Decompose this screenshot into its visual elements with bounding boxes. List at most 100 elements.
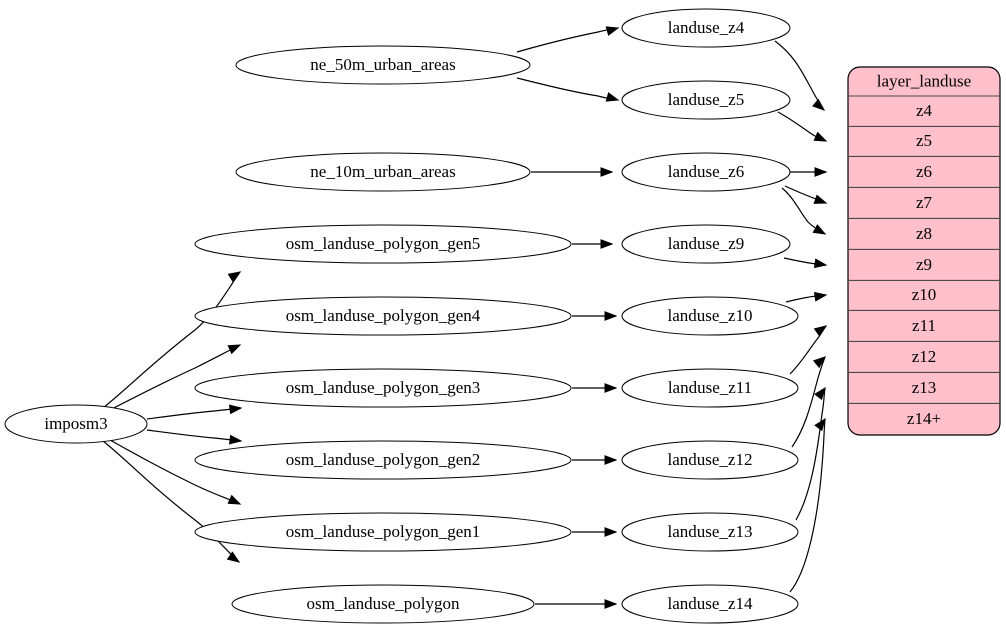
edge-landuse_z9-to-row_z9 bbox=[783, 257, 828, 269]
edge-ne_50m_urban_areas-to-landuse_z5 bbox=[516, 77, 620, 102]
arrow-head-icon bbox=[227, 344, 242, 355]
arrow-head-icon bbox=[227, 494, 242, 505]
node-osm_landuse_polygon_gen2[interactable]: osm_landuse_polygon_gen2 bbox=[194, 440, 572, 480]
arrow-head-icon bbox=[605, 92, 620, 102]
node-osm_landuse_polygon[interactable]: osm_landuse_polygon bbox=[231, 584, 535, 624]
arrow-head-icon bbox=[814, 167, 828, 177]
edge-landuse_z13-to-row_z13 bbox=[795, 386, 826, 521]
nodes-layer: imposm3 ne_50m_urban_areas ne_10m_urban_ar… bbox=[4, 8, 799, 624]
node-shape bbox=[4, 404, 148, 444]
edge-landuse_z11-to-row_z11 bbox=[789, 325, 828, 375]
node-landuse_z12[interactable]: landuse_z12 bbox=[621, 440, 799, 480]
layer-table-layer_landuse[interactable]: layer_landusez4z5z6z7z8z9z10z11z12z13z14… bbox=[847, 66, 1001, 436]
node-shape bbox=[194, 368, 572, 408]
node-shape bbox=[231, 584, 535, 624]
edge-landuse_z6-to-row_z8 bbox=[781, 187, 827, 235]
edge-line bbox=[791, 356, 826, 448]
edge-line bbox=[109, 344, 241, 411]
node-ne_50m_urban_areas[interactable]: ne_50m_urban_areas bbox=[235, 45, 531, 85]
node-shape bbox=[194, 296, 572, 336]
arrow-head-icon bbox=[604, 311, 618, 321]
edge-osm_landuse_polygon_gen3-to-landuse_z11 bbox=[572, 383, 618, 393]
arrow-head-icon bbox=[226, 551, 241, 563]
arrow-head-icon bbox=[600, 167, 614, 177]
node-osm_landuse_polygon_gen4[interactable]: osm_landuse_polygon_gen4 bbox=[194, 296, 572, 336]
edge-landuse_z10-to-row_z10 bbox=[785, 291, 828, 303]
arrow-head-icon bbox=[600, 239, 614, 249]
arrow-head-icon bbox=[604, 599, 618, 609]
arrow-head-icon bbox=[228, 434, 243, 445]
edge-landuse_z6-to-row_z7 bbox=[784, 185, 828, 204]
arrow-head-icon bbox=[813, 131, 828, 142]
arrow-head-icon bbox=[813, 291, 828, 302]
edge-ne_50m_urban_areas-to-landuse_z4 bbox=[516, 26, 620, 53]
node-shape bbox=[621, 80, 791, 120]
arrow-head-icon bbox=[604, 383, 618, 393]
arrow-head-icon bbox=[812, 356, 827, 369]
arrow-head-icon bbox=[814, 386, 826, 401]
edge-imposm3-to-osm_landuse_polygon_gen4 bbox=[109, 344, 242, 411]
node-osm_landuse_polygon_gen3[interactable]: osm_landuse_polygon_gen3 bbox=[194, 368, 572, 408]
node-shape bbox=[621, 584, 799, 624]
edge-imposm3-to-osm_landuse_polygon bbox=[102, 440, 241, 563]
edge-imposm3-to-osm_landuse_polygon_gen5 bbox=[102, 271, 242, 409]
node-landuse_z6[interactable]: landuse_z6 bbox=[621, 152, 791, 192]
node-shape bbox=[621, 512, 799, 552]
arrow-head-icon bbox=[813, 258, 828, 269]
node-landuse_z13[interactable]: landuse_z13 bbox=[621, 512, 799, 552]
edge-line bbox=[516, 77, 619, 101]
edge-osm_landuse_polygon-to-landuse_z14 bbox=[535, 599, 618, 609]
node-shape bbox=[621, 152, 791, 192]
node-shape bbox=[194, 440, 572, 480]
node-ne_10m_urban_areas[interactable]: ne_10m_urban_areas bbox=[235, 152, 531, 192]
node-osm_landuse_polygon_gen5[interactable]: osm_landuse_polygon_gen5 bbox=[194, 224, 572, 264]
edge-osm_landuse_polygon_gen1-to-landuse_z13 bbox=[572, 527, 618, 537]
edge-landuse_z12-to-row_z12 bbox=[791, 356, 827, 448]
arrow-head-icon bbox=[813, 194, 828, 204]
node-landuse_z5[interactable]: landuse_z5 bbox=[621, 80, 791, 120]
node-landuse_z9[interactable]: landuse_z9 bbox=[621, 224, 791, 264]
node-landuse_z11[interactable]: landuse_z11 bbox=[621, 368, 799, 408]
arrow-head-icon bbox=[604, 527, 618, 537]
node-shape bbox=[621, 224, 791, 264]
node-shape bbox=[621, 368, 799, 408]
edges-layer bbox=[102, 26, 828, 609]
node-osm_landuse_polygon_gen1[interactable]: osm_landuse_polygon_gen1 bbox=[194, 512, 572, 552]
node-shape bbox=[621, 296, 799, 336]
edge-imposm3-to-osm_landuse_polygon_gen2 bbox=[146, 429, 243, 445]
edge-line bbox=[516, 27, 619, 53]
node-shape bbox=[621, 440, 799, 480]
edge-line bbox=[146, 429, 242, 442]
edge-osm_landuse_polygon_gen5-to-landuse_z9 bbox=[572, 239, 614, 249]
edge-ne_10m_urban_areas-to-landuse_z6 bbox=[531, 167, 614, 177]
edge-line bbox=[146, 407, 242, 420]
edge-imposm3-to-osm_landuse_polygon_gen3 bbox=[146, 404, 243, 420]
arrow-head-icon bbox=[813, 325, 828, 337]
node-shape bbox=[194, 512, 572, 552]
edge-landuse_z14-to-row_z14 bbox=[789, 417, 826, 593]
edge-line bbox=[795, 387, 826, 521]
node-shape bbox=[621, 8, 791, 48]
arrow-head-icon bbox=[812, 98, 826, 111]
layer-landuse-table: layer_landusez4z5z6z7z8z9z10z11z12z13z14… bbox=[847, 66, 1001, 436]
arrow-head-icon bbox=[814, 417, 826, 432]
node-landuse_z4[interactable]: landuse_z4 bbox=[621, 8, 791, 48]
edge-landuse_z4-to-row_z4 bbox=[774, 40, 826, 111]
table-body bbox=[847, 66, 1001, 436]
edge-landuse_z5-to-row_z5 bbox=[777, 111, 828, 142]
node-landuse_z10[interactable]: landuse_z10 bbox=[621, 296, 799, 336]
arrow-head-icon bbox=[605, 26, 620, 36]
arrow-head-icon bbox=[812, 224, 827, 235]
node-imposm3[interactable]: imposm3 bbox=[4, 404, 148, 444]
edge-landuse_z6-to-row_z6 bbox=[790, 167, 828, 177]
edge-osm_landuse_polygon_gen4-to-landuse_z10 bbox=[572, 311, 618, 321]
edge-imposm3-to-osm_landuse_polygon_gen1 bbox=[109, 439, 242, 505]
arrow-head-icon bbox=[227, 271, 242, 283]
node-landuse_z14[interactable]: landuse_z14 bbox=[621, 584, 799, 624]
arrow-head-icon bbox=[604, 455, 618, 465]
node-shape bbox=[235, 152, 531, 192]
edge-line bbox=[102, 271, 241, 409]
edge-line bbox=[109, 439, 241, 505]
